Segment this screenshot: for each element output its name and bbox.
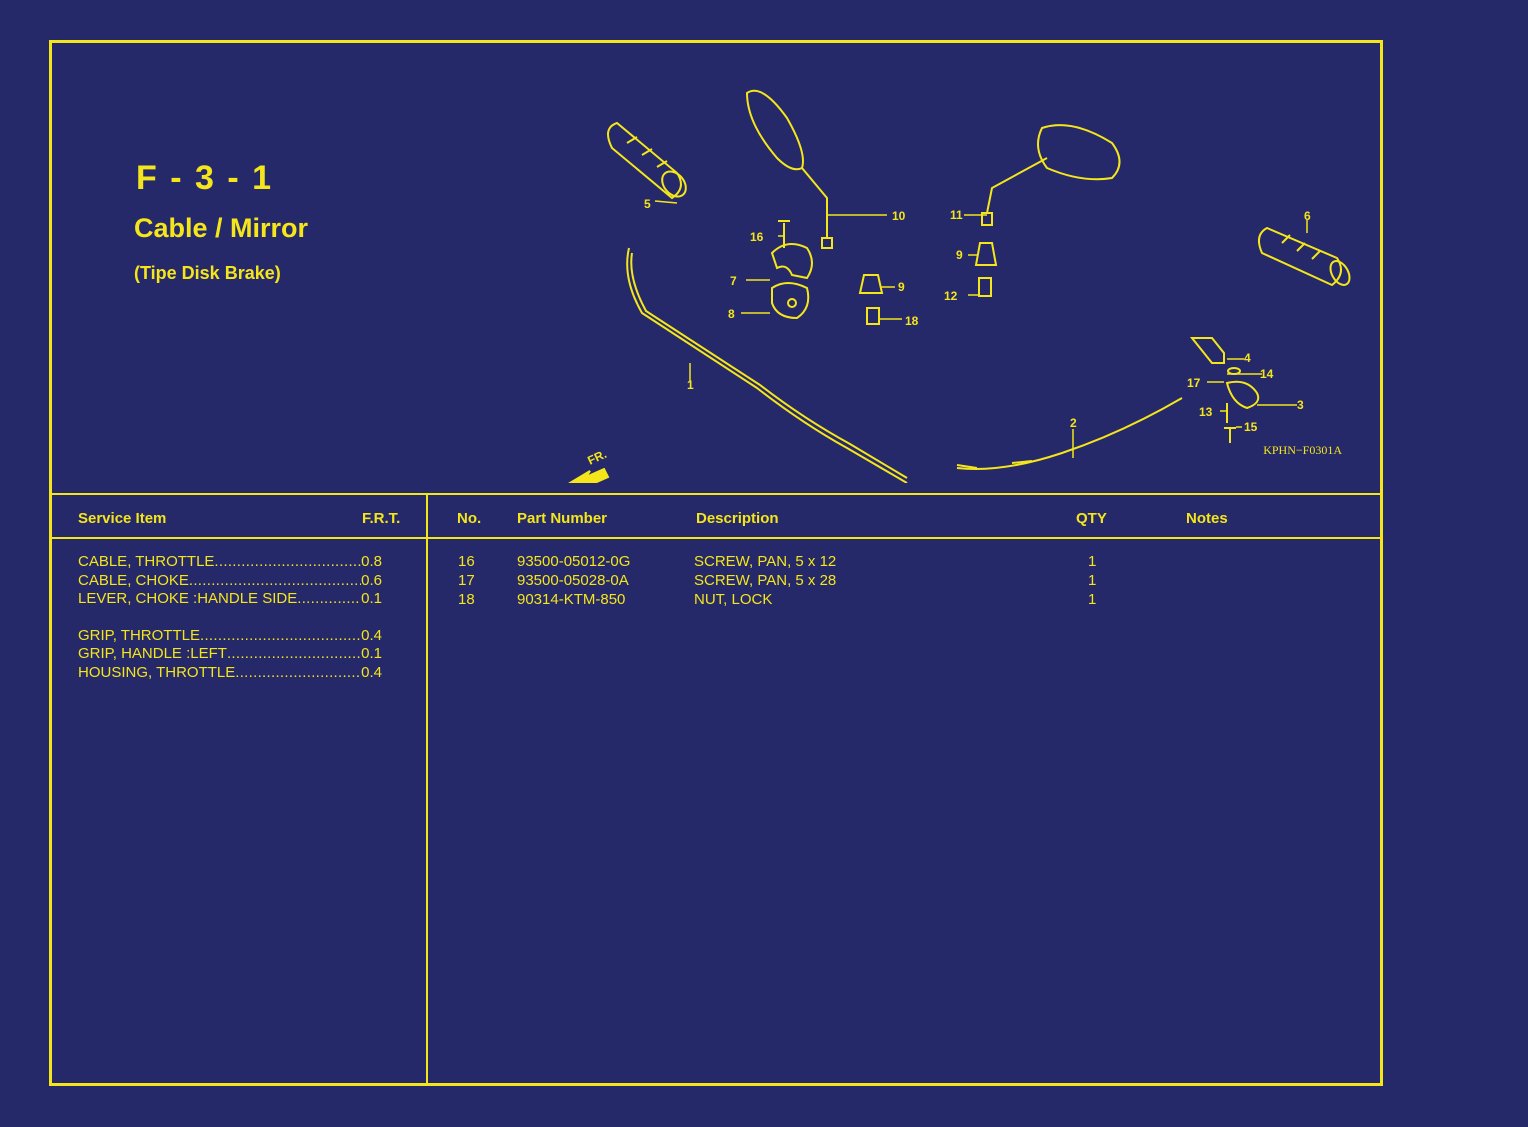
part-number: 93500-05012-0G (517, 553, 631, 570)
callout-4: 4 (1244, 351, 1251, 365)
service-item: CABLE, CHOKE (78, 572, 189, 589)
part-no: 16 (458, 553, 475, 570)
callout-16: 17 (1187, 376, 1201, 390)
page-subtitle: (Tipe Disk Brake) (134, 263, 281, 283)
nut-right-part (974, 242, 998, 297)
part-qty: 1 (1088, 591, 1097, 608)
header-service-item: Service Item (78, 510, 167, 527)
grip-throttle-part (607, 121, 687, 200)
part-number: 90314-KTM-850 (517, 591, 626, 608)
service-frt: 0.1 (361, 645, 382, 662)
service-frt: 0.4 (361, 664, 382, 681)
callout-6: 6 (1304, 209, 1311, 223)
part-no: 17 (458, 572, 475, 589)
service-frt: 0.4 (361, 627, 382, 644)
front-direction-label: FR. (585, 447, 608, 468)
service-row: CABLE, CHOKE 0.6 (78, 572, 382, 589)
service-item: HOUSING, THROTTLE (78, 664, 236, 681)
callout-5: 5 (644, 197, 651, 211)
header-notes: Notes (1186, 510, 1228, 527)
callout-14: 14 (1260, 367, 1274, 381)
service-row: CABLE, THROTTLE 0.8 (78, 553, 382, 570)
callout-2: 2 (1070, 416, 1077, 430)
part-no: 18 (458, 591, 475, 608)
callout-10: 10 (892, 209, 906, 223)
callout-13: 13 (1199, 405, 1213, 419)
callout-17: 16 (750, 230, 764, 244)
callout-18: 18 (905, 314, 919, 328)
callout-7: 7 (730, 274, 737, 288)
cable-choke-part (956, 397, 1183, 470)
header-frt: F.R.T. (362, 510, 401, 527)
page-code: F - 3 - 1 (136, 159, 274, 197)
part-description: SCREW, PAN, 5 x 28 (694, 572, 837, 589)
header-description: Description (696, 510, 779, 527)
part-description: NUT, LOCK (694, 591, 773, 608)
page-title: Cable / Mirror (134, 213, 309, 243)
header-qty: QTY (1076, 510, 1107, 527)
service-row: HOUSING, THROTTLE 0.4 (78, 664, 382, 681)
choke-lever-part (1189, 337, 1260, 443)
header-no: No. (457, 510, 482, 527)
front-direction-arrow-icon (568, 467, 610, 483)
service-item: LEVER, CHOKE :HANDLE SIDE (78, 590, 298, 607)
callout-1: 1 (687, 378, 694, 392)
part-qty: 1 (1088, 572, 1097, 589)
nut-left-part (858, 274, 884, 325)
callout-15: 15 (1244, 420, 1258, 434)
service-row: LEVER, CHOKE :HANDLE SIDE 0.1 (78, 590, 382, 607)
service-frt: 0.8 (361, 553, 382, 570)
grip-handle-left-part (1257, 226, 1351, 287)
callout-8: 8 (728, 307, 735, 321)
service-frt: 0.6 (361, 572, 382, 589)
exploded-parts-diagram: 5 16 7 8 9 18 10 11 9 12 6 1 2 3 4 14 17… (568, 89, 1351, 483)
part-description: SCREW, PAN, 5 x 12 (694, 553, 837, 570)
table-column-divider (426, 493, 428, 1083)
service-item: GRIP, THROTTLE (78, 627, 200, 644)
parts-sheet-frame: F - 3 - 1 Cable / Mirror (Tipe Disk Brak… (49, 40, 1383, 1086)
service-row: GRIP, THROTTLE 0.4 (78, 627, 382, 644)
mirror-left-part (981, 124, 1121, 226)
mirror-right-part (745, 89, 833, 249)
cable-throttle-part (626, 247, 908, 483)
service-item: CABLE, THROTTLE (78, 553, 215, 570)
header-part-number: Part Number (517, 510, 608, 527)
part-qty: 1 (1088, 553, 1097, 570)
callout-3: 3 (1297, 398, 1304, 412)
callout-labels: 5 16 7 8 9 18 10 11 9 12 6 1 2 3 4 14 17… (585, 197, 1311, 468)
throttle-housing-part (770, 243, 813, 320)
callout-11: 11 (950, 208, 963, 222)
callout-9a: 9 (898, 280, 905, 294)
callout-12: 12 (944, 289, 958, 303)
table-top-divider (52, 493, 1380, 495)
service-item: GRIP, HANDLE :LEFT (78, 645, 227, 662)
part-number: 93500-05028-0A (517, 572, 629, 589)
callout-9b: 9 (956, 248, 963, 262)
service-row: GRIP, HANDLE :LEFT 0.1 (78, 645, 382, 662)
table-header-divider (52, 537, 1380, 539)
service-frt: 0.1 (361, 590, 382, 607)
diagram-reference-code: KPHN−F0301A (1263, 443, 1342, 457)
